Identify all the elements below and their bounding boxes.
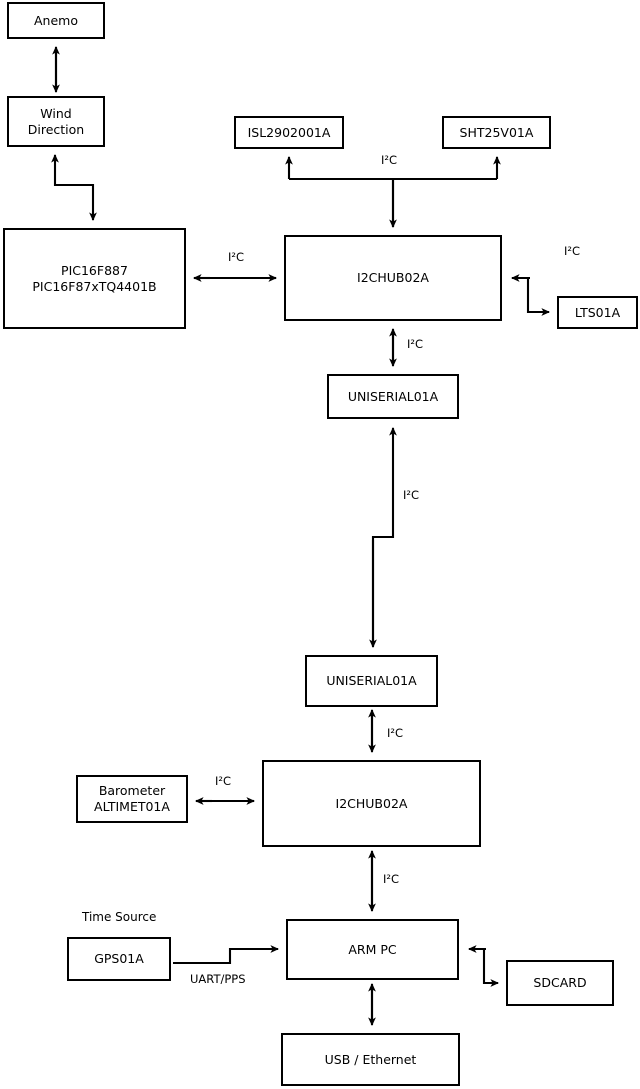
node-lts01a-label: LTS01A — [574, 304, 621, 320]
node-sht25v01a-label: SHT25V01A — [459, 124, 534, 140]
node-uniserial01a-top[interactable]: UNISERIAL01A — [327, 374, 459, 419]
node-barometer-altimet01a-label: Barometer ALTIMET01A — [94, 783, 170, 814]
node-arm-pc-label: ARM PC — [348, 941, 397, 957]
edge-label-i2c-hub-armpc: I²C — [383, 872, 400, 886]
node-arm-pc[interactable]: ARM PC — [286, 919, 459, 980]
node-gps01a-label: GPS01A — [94, 951, 144, 967]
node-wind-direction-label: Wind Direction — [27, 105, 85, 137]
node-uniserial01a-bottom-label: UNISERIAL01A — [326, 673, 417, 689]
node-sdcard-label: SDCARD — [533, 975, 587, 991]
edge-gps-armpc — [173, 945, 280, 965]
edge-label-i2c-uniserial-uniserial: I²C — [403, 488, 420, 502]
node-uniserial01a-bottom[interactable]: UNISERIAL01A — [305, 655, 438, 707]
node-usb-ethernet[interactable]: USB / Ethernet — [281, 1033, 460, 1086]
edge-unibottom-unitop — [371, 426, 397, 646]
node-anemo-label: Anemo — [34, 12, 78, 28]
node-i2chub02a-bottom[interactable]: I2CHUB02A — [262, 760, 481, 847]
node-sht25v01a[interactable]: SHT25V01A — [442, 116, 551, 149]
node-lts01a[interactable]: LTS01A — [557, 296, 638, 329]
node-isl2902001a[interactable]: ISL2902001A — [234, 116, 344, 149]
node-anemo[interactable]: Anemo — [7, 2, 105, 39]
label-time-source: Time Source — [82, 910, 157, 924]
node-pic-mcu-label: PIC16F887 PIC16F87xTQ4401B — [32, 262, 157, 294]
node-wind-direction[interactable]: Wind Direction — [7, 96, 105, 147]
edge-label-i2c-hub-uniserial: I²C — [407, 337, 424, 351]
node-i2chub02a-top[interactable]: I2CHUB02A — [284, 235, 502, 321]
edge-label-i2c-barometer-hub: I²C — [215, 774, 232, 788]
edge-wind-pic — [55, 183, 97, 222]
node-uniserial01a-top-label: UNISERIAL01A — [347, 388, 439, 404]
node-gps01a[interactable]: GPS01A — [67, 937, 171, 981]
node-barometer-altimet01a[interactable]: Barometer ALTIMET01A — [76, 775, 188, 823]
node-pic-mcu[interactable]: PIC16F887 PIC16F87xTQ4401B — [3, 228, 186, 329]
node-isl2902001a-label: ISL2902001A — [247, 124, 331, 140]
edge-label-uart-pps: UART/PPS — [190, 972, 246, 986]
node-usb-ethernet-label: USB / Ethernet — [324, 1051, 417, 1067]
node-i2chub02a-bottom-label: I2CHUB02A — [335, 795, 408, 811]
node-sdcard[interactable]: SDCARD — [506, 960, 614, 1006]
edge-label-i2c-pic-hub: I²C — [228, 250, 245, 264]
edge-lts-jog — [526, 278, 551, 316]
edge-armpc-sdcard — [482, 949, 500, 987]
edge-label-i2c-uniserial-hub: I²C — [387, 726, 404, 740]
edge-label-i2c-hub-lts: I²C — [564, 244, 581, 258]
node-i2chub02a-top-label: I2CHUB02A — [357, 270, 429, 286]
edge-label-i2c-top-bus: I²C — [381, 153, 398, 167]
